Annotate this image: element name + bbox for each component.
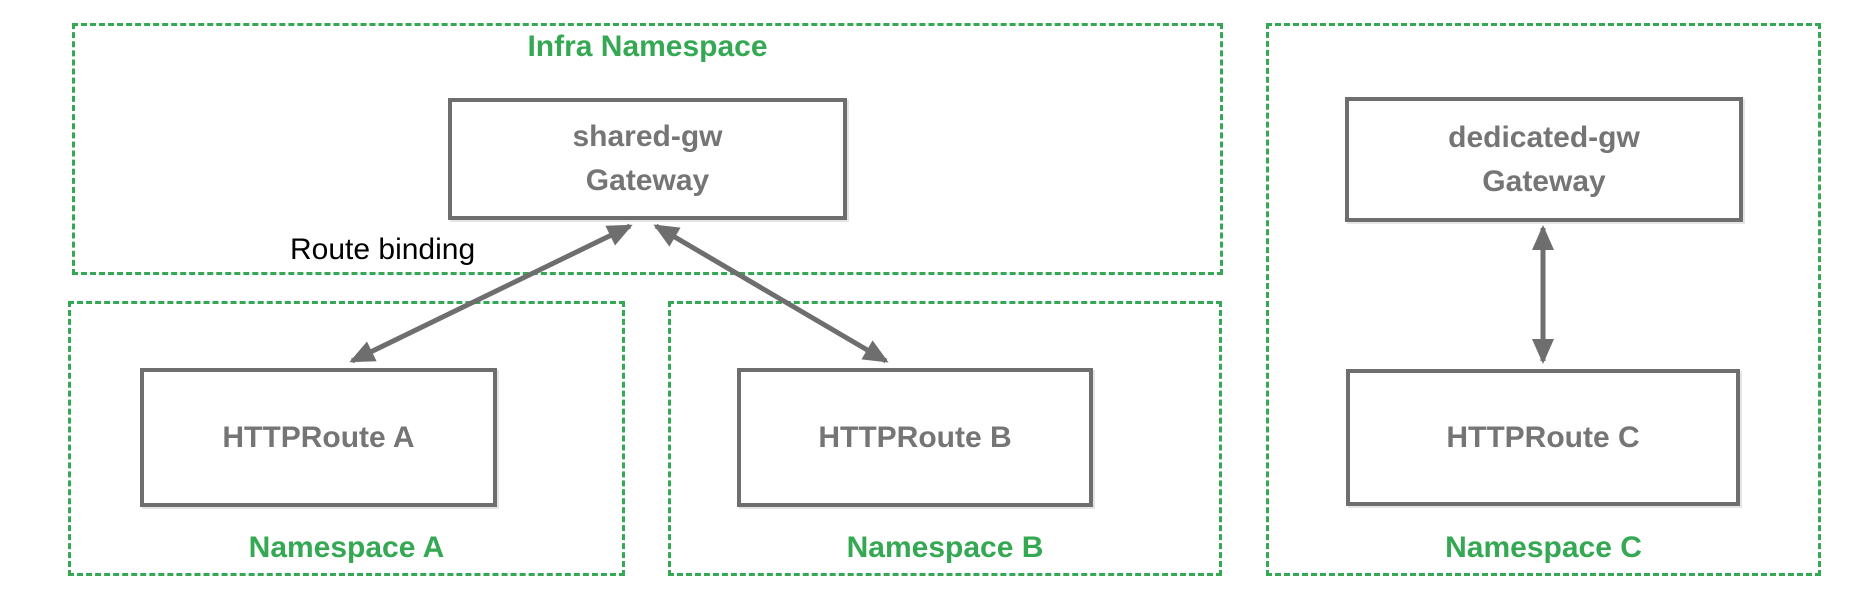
httproute-a-label: HTTPRoute A: [222, 420, 415, 454]
dedicated-gateway-node: dedicated-gw Gateway: [1345, 97, 1743, 222]
namespace-a-box: [68, 301, 625, 576]
namespace-b-label: Namespace B: [846, 531, 1044, 564]
namespace-infra-label: Infra Namespace: [527, 30, 768, 63]
namespace-c-box: [1266, 23, 1821, 576]
route-binding-label: Route binding: [290, 233, 476, 266]
httproute-c-label: HTTPRoute C: [1446, 420, 1640, 454]
httproute-b-node: HTTPRoute B: [737, 368, 1093, 507]
namespace-b-box: [668, 301, 1222, 576]
namespace-infra-box: [72, 23, 1223, 275]
shared-gateway-node: shared-gw Gateway: [448, 98, 847, 220]
httproute-c-node: HTTPRoute C: [1346, 369, 1740, 506]
httproute-b-label: HTTPRoute B: [818, 420, 1012, 454]
dedicated-gateway-kind: Gateway: [1482, 164, 1606, 198]
httproute-a-node: HTTPRoute A: [140, 368, 497, 507]
shared-gateway-name: shared-gw: [572, 120, 723, 153]
namespace-c-label: Namespace C: [1445, 531, 1642, 564]
shared-gateway-kind: Gateway: [585, 164, 710, 197]
dedicated-gateway-name: dedicated-gw: [1448, 120, 1640, 154]
namespace-a-label: Namespace A: [248, 531, 445, 564]
